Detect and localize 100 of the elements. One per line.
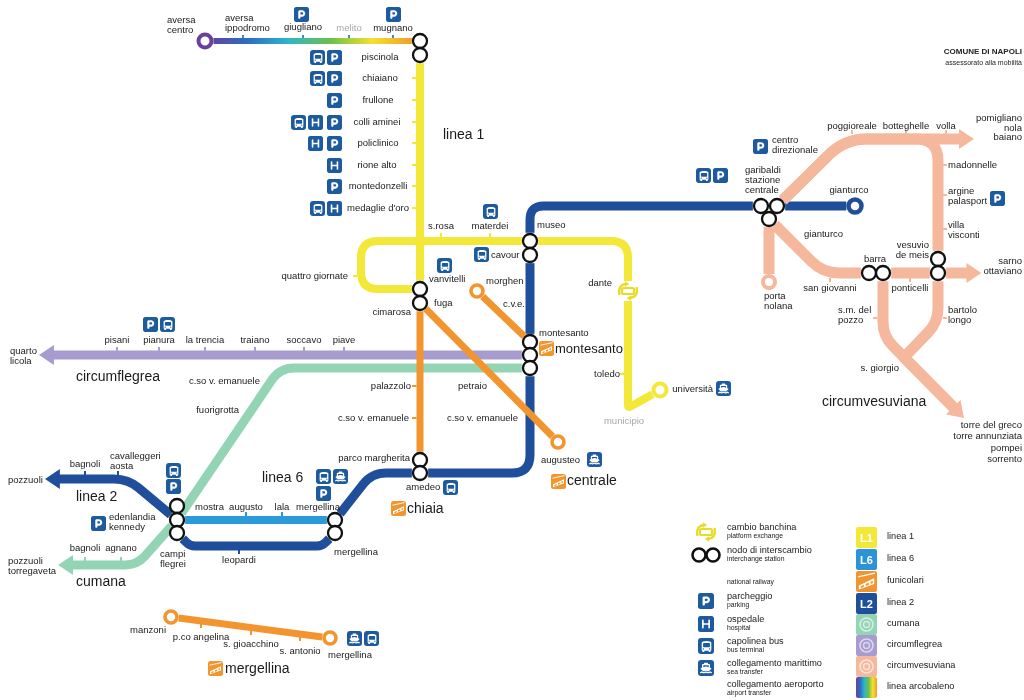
interchange-marker xyxy=(168,497,186,542)
legend-text: parcheggio xyxy=(727,592,773,602)
station-name: augusto xyxy=(229,502,263,512)
line-name: linea 1 xyxy=(443,127,485,143)
station-name: policlinico xyxy=(357,138,399,148)
station-name: botteghelle xyxy=(882,121,930,131)
legend-text: nodo di interscambio xyxy=(727,546,812,556)
line-name: chiaia xyxy=(407,501,444,517)
metro-line xyxy=(428,376,535,478)
station-name: medaglie d'oro xyxy=(347,203,409,213)
legend-text: linea arcobaleno xyxy=(887,682,955,692)
station-name: fuga xyxy=(434,298,453,308)
railway-line xyxy=(763,227,775,274)
interchange-marker xyxy=(411,451,429,482)
station-name: parco margherita xyxy=(338,453,410,463)
destination-name: sorrento xyxy=(986,453,1022,465)
station-name: pisani xyxy=(104,335,130,345)
legend-text: circumflegrea xyxy=(887,640,943,650)
station-name: mostra xyxy=(195,502,225,512)
station-name: chiaiano xyxy=(362,73,398,83)
line-code: L2 xyxy=(860,598,873,609)
station-name: augusteo xyxy=(541,455,581,465)
destination-name: baiano xyxy=(992,131,1022,142)
station-name: gianturco xyxy=(829,185,869,195)
station-name: gianturco xyxy=(804,229,844,239)
station-name: cavour xyxy=(491,250,520,260)
railway-line xyxy=(891,267,930,279)
funicular-line xyxy=(178,614,323,641)
railway-line xyxy=(770,220,861,279)
legend-text: cumana xyxy=(887,619,920,629)
station-name: soccavo xyxy=(286,335,322,345)
destination-name: pomigliano xyxy=(976,112,1022,123)
legend-text: linea 1 xyxy=(887,532,915,542)
station-name: c.v.e. xyxy=(503,299,525,309)
station-name: montesanto xyxy=(539,328,589,338)
station-name: melito xyxy=(336,23,362,33)
destination-name: nola xyxy=(1004,122,1022,132)
metro-line xyxy=(185,516,327,524)
station-name: cavalleggeri aosta xyxy=(110,451,162,471)
legend-text: linea 2 xyxy=(887,598,915,608)
station-name: villa visconti xyxy=(948,220,981,240)
railway-line xyxy=(58,523,175,575)
station-name: agnano xyxy=(105,543,137,553)
railway-line xyxy=(898,281,964,418)
station-name: toledo xyxy=(594,369,620,379)
metro-line xyxy=(179,535,333,551)
metro-line xyxy=(785,201,847,211)
station-name: università xyxy=(672,384,713,394)
legend-text: capolinea bus xyxy=(727,637,784,647)
platform-exchange-icon xyxy=(615,281,641,301)
station-name: c.so v. emanuele xyxy=(188,376,260,386)
station-name: colli aminei xyxy=(353,117,401,127)
metro-line xyxy=(44,469,174,519)
line-name: linea 6 xyxy=(262,470,304,486)
station-name: vesuvio de meis xyxy=(894,240,929,260)
station-name: la trencia xyxy=(185,335,225,345)
line-name: mergellina xyxy=(225,661,290,677)
station-name: rione alto xyxy=(357,160,397,170)
station-name: centro direzionale xyxy=(772,135,819,155)
station-name: mergellina xyxy=(296,502,340,512)
station-name: museo xyxy=(537,220,566,230)
station-name: bagnoli xyxy=(69,543,101,553)
metro-line xyxy=(416,63,424,281)
station-name: s.m. del pozzo xyxy=(838,305,873,325)
metro-line xyxy=(357,237,522,293)
station-name: s. giorgio xyxy=(860,363,899,373)
station-name: fuorigrotta xyxy=(196,405,239,415)
interchange-marker xyxy=(326,511,344,542)
station-name: bagnoli xyxy=(69,459,101,469)
legend-text: funicolari xyxy=(887,576,924,586)
destination-name: quarto xyxy=(10,345,37,355)
station-name: giugliano xyxy=(284,22,322,32)
interchange-marker xyxy=(929,250,947,282)
station-name: bartolo longo xyxy=(948,305,979,325)
interchange-marker xyxy=(521,333,539,377)
destination-name: sarno xyxy=(997,255,1022,265)
destination-name: torregaveta xyxy=(8,565,57,575)
railway-line xyxy=(946,263,982,283)
station-name: mergellina xyxy=(334,547,378,557)
station-name: piscinola xyxy=(361,52,399,62)
legend-text: linea 6 xyxy=(887,554,915,564)
legend-text: cambio banchina xyxy=(727,523,797,533)
line-code: L6 xyxy=(860,554,873,565)
station-name: campi flegrei xyxy=(160,549,187,569)
station-name: barra xyxy=(863,254,887,264)
terminal-marker xyxy=(651,381,669,399)
station-name: madonnelle xyxy=(948,160,998,170)
destination-name: ottaviano xyxy=(983,265,1022,275)
destination-name: torre del greco xyxy=(959,419,1022,431)
organization-name: COMUNE DI NAPOLI xyxy=(943,48,1022,56)
destination-name: pozzuoli xyxy=(8,555,43,565)
terminal-marker xyxy=(550,434,566,450)
legend-text: ospedale xyxy=(727,615,765,625)
station-name: mergellina xyxy=(328,650,372,660)
legend-text: collegamento aeroporto xyxy=(727,680,824,690)
funicular-line xyxy=(480,293,527,339)
station-name: ponticelli xyxy=(891,283,929,293)
interchange-marker xyxy=(752,197,786,228)
legend-text: circumvesuviana xyxy=(887,661,956,671)
metro-line xyxy=(525,201,753,233)
